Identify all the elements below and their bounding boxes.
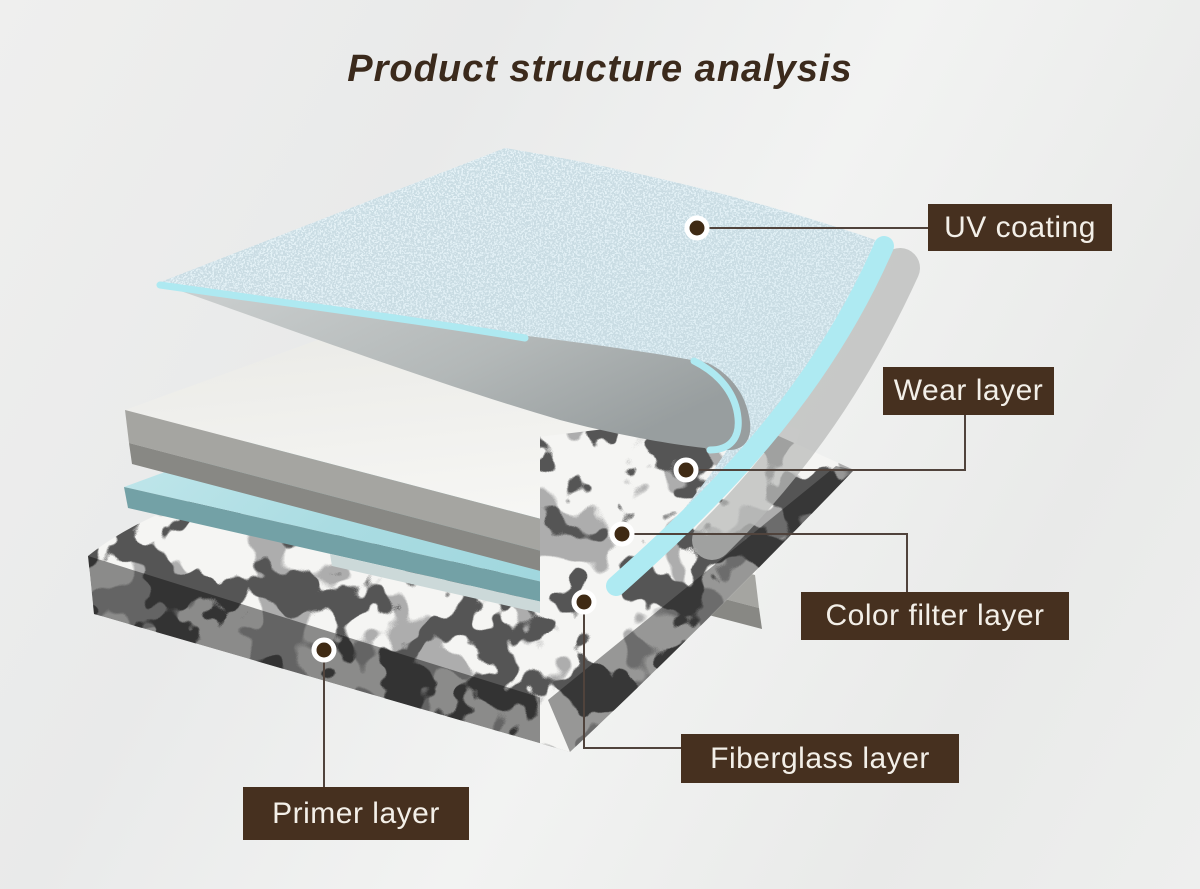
label-color-filter-layer: Color filter layer xyxy=(801,592,1069,640)
label-fiberglass-layer: Fiberglass layer xyxy=(681,734,959,783)
callout-dot-wear-layer xyxy=(673,457,699,483)
uv-edge-cyan xyxy=(606,236,894,596)
callout-line-color-filter-layer xyxy=(622,533,908,592)
callout-line-wear-layer xyxy=(686,415,966,471)
label-primer-layer: Primer layer xyxy=(243,787,469,840)
callout-dot-color-filter-layer xyxy=(609,521,635,547)
uv-curl-underside xyxy=(158,283,751,451)
uv-sheet-shadow xyxy=(692,248,920,560)
primer-layer-east-end xyxy=(540,414,854,752)
callout-dot-fiberglass-layer xyxy=(571,589,597,615)
uv-curl-hook xyxy=(690,357,742,454)
callout-dot-primer-layer xyxy=(311,637,337,663)
callout-line-fiberglass-layer xyxy=(583,602,681,749)
page-title: Product structure analysis xyxy=(347,48,853,90)
callout-dot-uv-coating xyxy=(684,215,710,241)
label-uv-coating: UV coating xyxy=(928,204,1112,251)
label-wear-layer: Wear layer xyxy=(883,367,1054,415)
uv-curl-lip xyxy=(156,281,529,342)
